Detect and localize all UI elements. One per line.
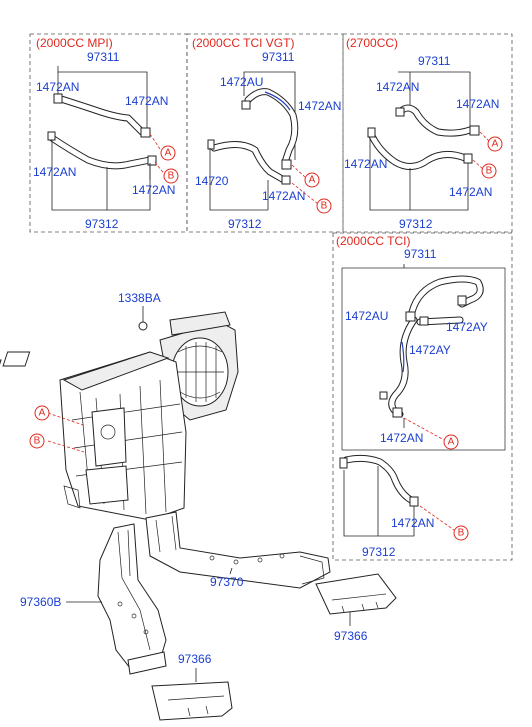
part-number-97366: 97366 [178,652,212,666]
mode-actuator [91,407,127,467]
top-vent-outlets [62,351,170,391]
heater-core-pipes [85,465,129,505]
hose-clamp [147,155,157,166]
section-box-tci [332,232,513,561]
hose-clamp [379,391,388,400]
rear-heating-duct [145,511,331,589]
ref-b-label: B [486,166,493,177]
ref-b-label: B [34,436,41,447]
ref-b-circle [163,168,179,184]
clamp-label: 1472AN [449,185,492,199]
clamp-label: 1472AY [446,320,488,334]
hose-clamp [53,93,63,104]
ref-b-circle [453,525,469,541]
section-header: (2700CC) [346,36,398,50]
ref-a-label: A [492,139,499,150]
clamp-label: 1472AN [262,189,305,203]
hose-clamp [47,131,56,141]
ref-b-circle [316,198,332,214]
clamp-label: 1472AN [33,165,76,179]
hose-clamp [463,153,473,164]
clamp-label: 1472AN [298,99,341,113]
ref-b-circle [29,433,45,449]
section-box-2700cc [342,33,513,233]
hose-clamp [469,125,480,136]
ref-a-circle [34,405,50,421]
ref-a-label: A [448,437,455,448]
duct-pad-bottom [151,681,233,721]
hose-assembly-frame [341,267,506,451]
ref-a-label: A [165,148,172,159]
clamp-label: 1472AN [36,80,79,94]
section-header: (2000CC TCI VGT) [192,36,294,50]
ref-b-label: B [458,528,465,539]
clamp-label: 1472AN [344,157,387,171]
hose-clamp [392,407,403,418]
part-number-97312: 97312 [362,545,396,559]
hvac-unit: 1338BA A B [0,291,239,521]
ref-a-circle [160,145,176,161]
clamp-label: 1472AU [345,309,388,323]
clamp-label: 1472AN [456,97,499,111]
section-mpi: (2000CC MPI) 97311 1472AN 1472AN 1472AN … [33,36,179,231]
section-2700cc: (2700CC) 97311 1472AN 1472AN 1472AN 1472… [344,36,503,231]
clamp-label: 14720 [195,174,229,188]
ref-b-circle [481,163,497,179]
section-tci-vgt: (2000CC TCI VGT) 97311 1472AU 1472AN 147… [192,36,341,231]
hose-clamp [281,175,291,185]
ref-b-label: B [168,171,175,182]
part-number-97370: 97370 [210,575,244,589]
hose-clamp [339,457,348,469]
hose-clamp [409,496,419,507]
part-number-97312: 97312 [85,217,119,231]
hose-clamp [367,127,376,138]
vent-outlet [2,351,31,367]
clamp-label: 1472AU [220,75,263,89]
part-number-97312: 97312 [399,217,433,231]
clamp-label: 1472AN [125,94,168,108]
vent-outlet [0,359,2,377]
section-box-tci-vgt [186,33,344,233]
part-number-97360b: 97360B [20,595,61,609]
hose-clamp [207,139,215,150]
hose-clamp [281,159,292,170]
hose-clamp [405,311,416,322]
rear-ducts: 97370 97360B 97366 97366 [20,511,397,721]
hose-clamp [241,100,251,110]
part-number-97311: 97311 [262,50,295,64]
part-number-97366: 97366 [334,629,368,643]
ref-a-circle [487,136,503,152]
screw-part [138,321,148,331]
section-header: (2000CC MPI) [36,36,113,50]
ref-a-circle [304,172,320,188]
ref-b-label: B [321,201,328,212]
hose-clamp [140,127,151,138]
clamp-label: 1472AY [409,343,451,357]
ref-a-label: A [39,408,46,419]
ref-a-label: A [309,175,316,186]
hose-clamp [395,107,405,117]
clamp-label: 1472AN [132,183,175,197]
clamp-label: 1472AN [380,431,423,445]
duct-pad-right [315,573,397,615]
hose-clamp [419,316,429,326]
part-number-97312: 97312 [228,217,262,231]
part-number-97311: 97311 [404,247,437,261]
part-number-1338ba: 1338BA [118,291,161,305]
clamp-label: 1472AN [391,516,434,530]
actuator-gear [100,424,116,440]
part-number-97311: 97311 [87,50,120,64]
section-tci: (2000CC TCI) 97311 1472AU 1472AY 1472AY … [336,234,506,559]
section-header: (2000CC TCI) [336,234,410,248]
part-number-97311: 97311 [418,54,451,68]
hose-clamp [457,295,467,306]
ref-a-circle [443,434,459,450]
clamp-label: 1472AN [376,80,419,94]
